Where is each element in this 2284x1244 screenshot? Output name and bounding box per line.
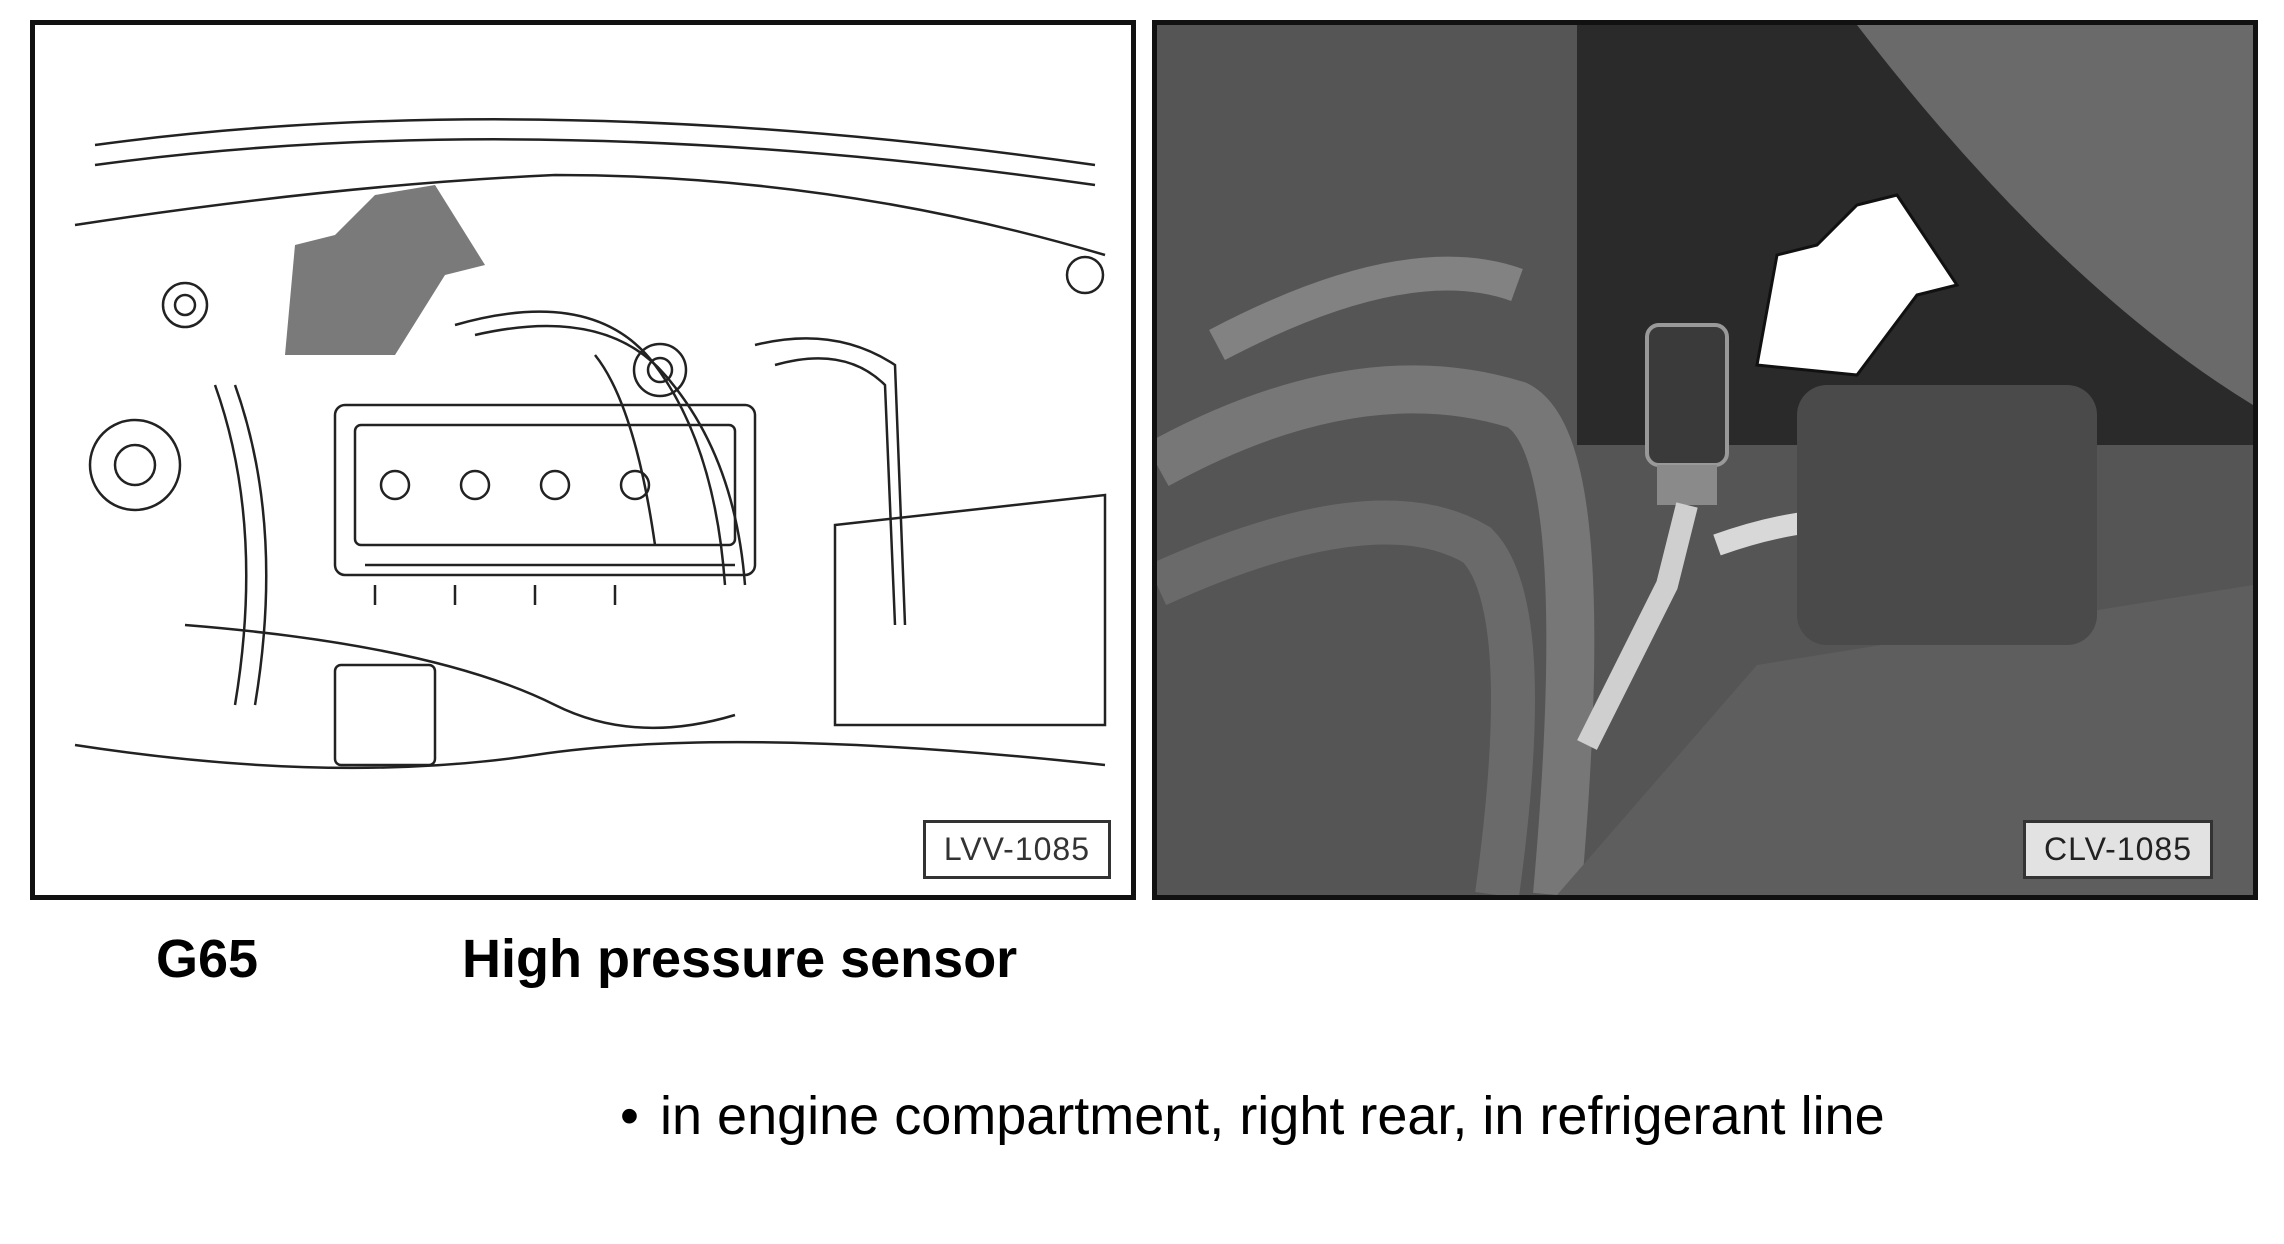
engine-line-drawing [74,118,1107,770]
figure-label-right: CLV-1085 [2023,820,2213,879]
figure-label-left: LVV-1085 [922,820,1111,879]
component-caption: G65 High pressure sensor [0,928,2284,989]
engine-drawing-figure: LVV-1085 [30,20,1136,900]
component-name: High pressure sensor [462,929,1018,989]
list-item: • in engine compartment, right rear, in … [612,1082,1912,1150]
component-code: G65 [156,929,259,989]
location-list: • in engine compartment, right rear, in … [612,1082,1912,1150]
engine-photo-figure: CLV-1085 [1152,20,2258,900]
engine-photograph [1157,25,2253,895]
pointer-arrow-right [1755,193,1960,377]
location-text: in engine compartment, right rear, in re… [660,1086,1885,1146]
bullet-icon: • [620,1086,639,1146]
pointer-arrow-left [285,185,485,355]
